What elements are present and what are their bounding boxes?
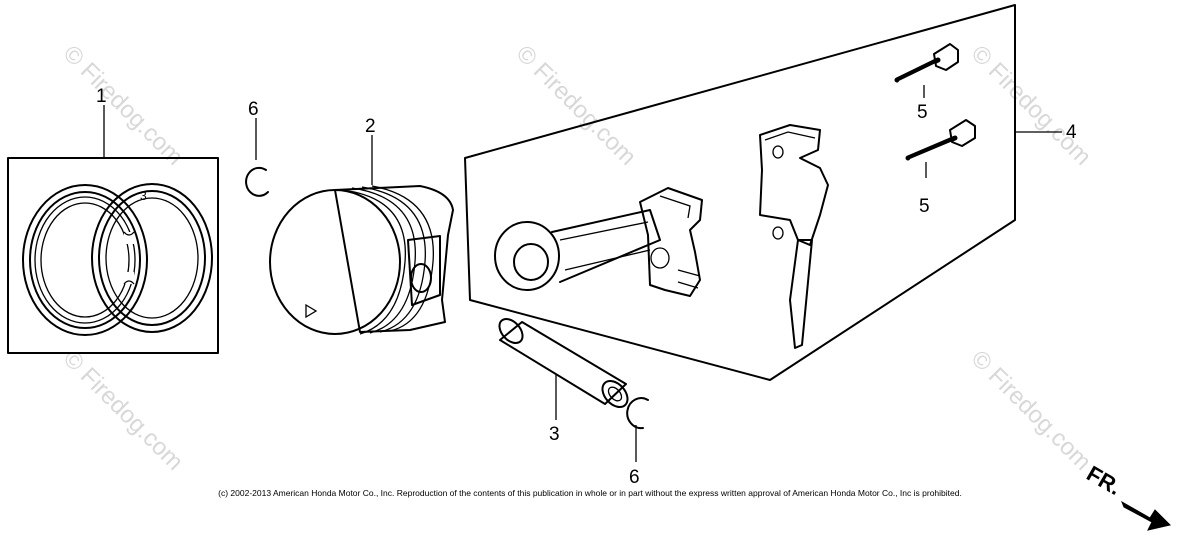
ref-label-2: 2 — [365, 116, 376, 137]
rod-bolt-upper[interactable] — [894, 43, 959, 98]
ref-label-6-lower: 6 — [629, 467, 640, 488]
watermark: © Firedog.com — [58, 345, 189, 476]
piston-ring-set[interactable]: 3 — [7, 105, 219, 354]
rod-bolt-lower[interactable] — [905, 119, 976, 178]
piston-pin[interactable] — [495, 315, 633, 420]
piston-pin-clip-upper[interactable] — [245, 118, 269, 197]
ref-label-5-upper: 5 — [917, 102, 928, 123]
ring-set-box — [7, 157, 219, 354]
ref-label-4: 4 — [1066, 122, 1077, 143]
watermark: © Firedog.com — [511, 40, 642, 171]
front-arrow-icon — [1121, 500, 1171, 531]
watermark: © Firedog.com — [58, 40, 189, 171]
piston-pin-clip-lower[interactable] — [626, 397, 649, 462]
ref-label-5-lower: 5 — [919, 196, 930, 217]
rod-set-box — [464, 4, 1016, 381]
watermark: © Firedog.com — [966, 40, 1097, 171]
copyright-notice: (c) 2002-2013 American Honda Motor Co., … — [218, 488, 962, 498]
connecting-rod — [494, 187, 703, 297]
svg-text:3: 3 — [140, 189, 147, 203]
rod-cap — [759, 124, 829, 349]
ref-label-3: 3 — [549, 424, 560, 445]
ref-label-1: 1 — [96, 86, 107, 107]
watermark: © Firedog.com — [966, 345, 1097, 476]
piston[interactable] — [269, 135, 454, 335]
connecting-rod-set[interactable] — [464, 4, 1062, 381]
ref-label-6-upper: 6 — [248, 99, 259, 120]
watermark-layer: © Firedog.com © Firedog.com © Firedog.co… — [58, 40, 1097, 476]
